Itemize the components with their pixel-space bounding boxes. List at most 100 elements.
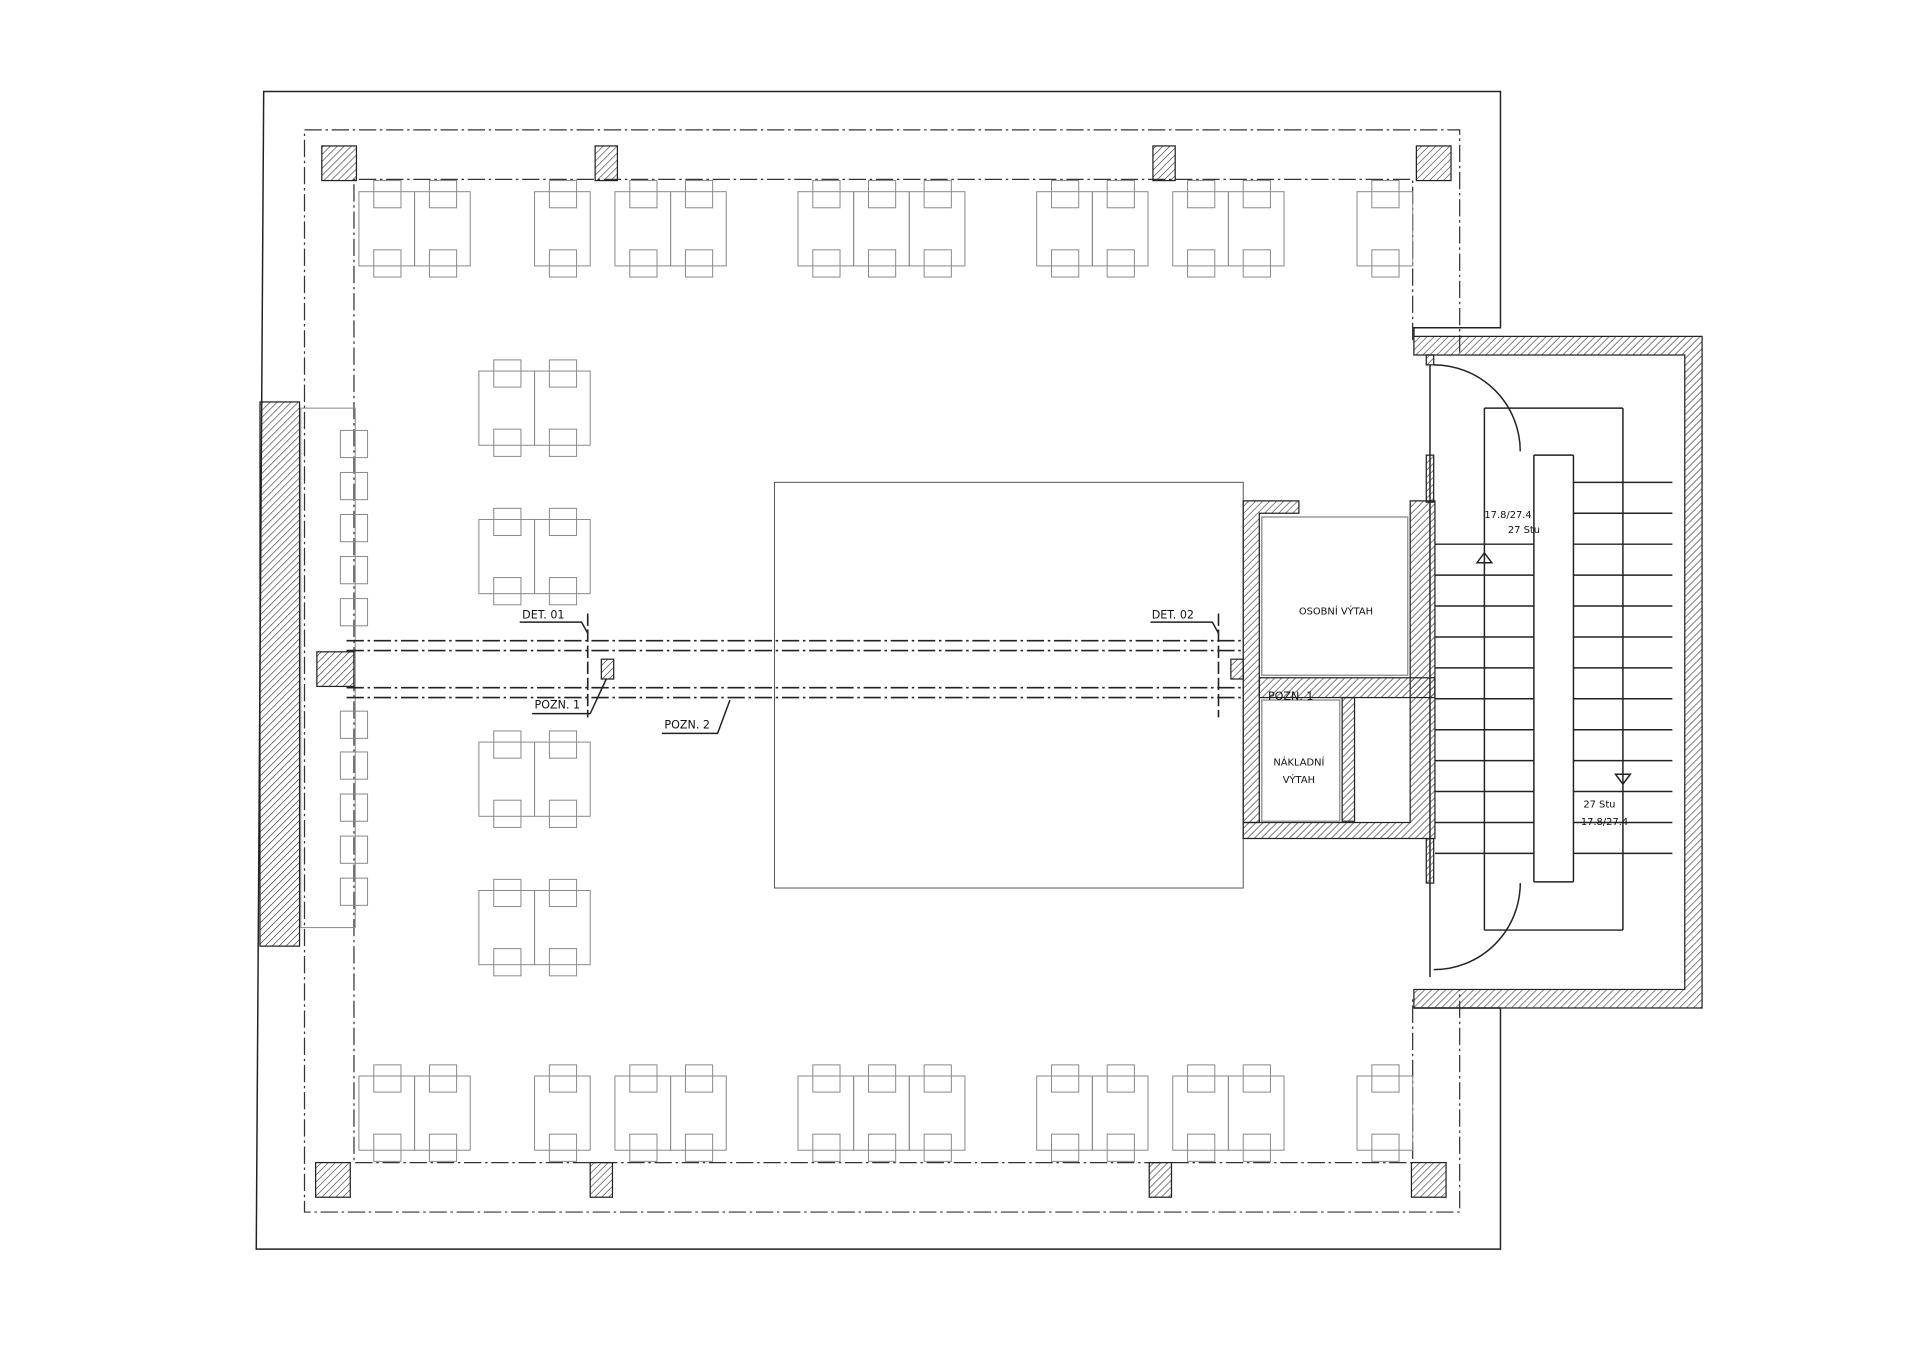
table [1227,1075,1285,1151]
column [316,651,355,688]
chair [1051,1064,1080,1093]
chair [684,180,714,209]
stair-up-ratio: 17.8/27.4 [1484,510,1531,521]
column [321,145,358,182]
chair [548,577,578,606]
chair [629,1133,658,1162]
chair [923,249,952,278]
chair [684,1133,714,1162]
table [534,889,591,966]
chair [1051,180,1080,209]
table [534,191,591,267]
table [478,370,536,446]
table [797,191,855,267]
chair [812,1133,841,1162]
atrium-void [773,481,1244,889]
chair [339,429,369,459]
det02-label: DET. 02 [1152,608,1194,621]
chair [373,180,402,209]
table [1172,1075,1229,1151]
column [594,145,619,182]
table [1356,1075,1414,1151]
annotations: DET. 01 DET. 02 POZN. 1 POZN. 2 [519,608,1220,735]
staircase: 17.8/27.4 27 Stu 27 Stu 17.8/27.4 [1413,335,1703,1009]
chair [493,730,522,759]
chair [493,577,522,606]
building-outline [255,90,1502,1250]
chair [867,249,897,278]
chair [1187,1064,1216,1093]
chair [339,710,369,739]
table [797,1075,855,1151]
window-wall [259,401,301,947]
chair [1242,249,1271,278]
chair [493,878,522,908]
chair [684,249,714,278]
column [315,1161,351,1198]
pozn2-label: POZN. 2 [664,718,710,731]
chair [373,1064,402,1093]
table [478,889,536,966]
chair [923,1133,952,1162]
table [1091,1075,1149,1151]
table [414,1075,471,1151]
chair [1242,1133,1271,1162]
table [1227,191,1285,267]
column [1148,1161,1173,1198]
chair [1242,1064,1271,1093]
outer-axis-line [303,129,1461,1213]
det01-label: DET. 01 [522,608,564,621]
furniture [339,180,1414,1162]
table [1172,191,1229,267]
table [908,1075,966,1151]
chair [1106,180,1135,209]
table [534,518,591,595]
chair [548,948,578,977]
chair [493,507,522,537]
chair [548,878,578,908]
chair [493,799,522,828]
chair [428,249,458,278]
table [358,191,416,267]
chair [629,180,658,209]
chair [1371,249,1400,278]
columns [315,145,1452,1198]
column [1410,1161,1447,1198]
chair [493,359,522,388]
chair [867,1064,897,1093]
chair [339,514,369,543]
table [534,1075,591,1151]
chair [548,799,578,828]
chair [548,730,578,759]
chair [339,877,369,906]
chair [867,180,897,209]
chair [339,751,369,780]
pozn1-left-label: POZN. 1 [535,699,581,712]
table [614,191,672,267]
stair-down-ratio: 17.8/27.4 [1581,817,1628,828]
window-sill [300,407,356,929]
chair [1106,249,1135,278]
chair [548,1064,578,1093]
chair [428,1064,458,1093]
column [589,1161,614,1198]
table [853,191,910,267]
table [534,741,591,817]
stair-up-count: 27 Stu [1508,525,1540,536]
freight-lift-label-2: VÝTAH [1283,773,1315,786]
lift-core: OSOBNÍ VÝTAH NÁKLADNÍ VÝTAH POZN. 1 [1242,500,1436,840]
chair [812,249,841,278]
chair [493,428,522,457]
chair [428,180,458,209]
passenger-lift-label: OSOBNÍ VÝTAH [1299,605,1373,618]
table [1036,191,1093,267]
table [1091,191,1149,267]
chair [1371,1133,1400,1162]
chair [1371,180,1400,209]
chair [373,249,402,278]
chair [548,428,578,457]
table [908,191,966,267]
column [1152,145,1176,182]
table [478,518,536,595]
chair [493,948,522,977]
